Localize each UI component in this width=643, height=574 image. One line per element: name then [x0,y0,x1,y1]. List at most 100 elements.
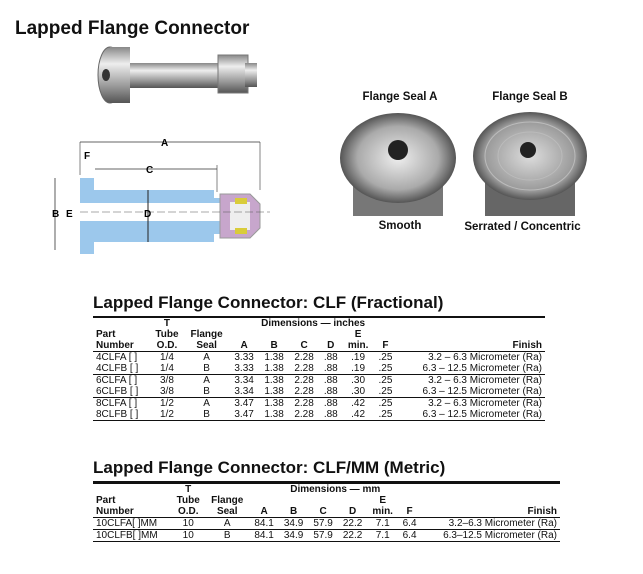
table-cell: .19 [351,352,366,363]
table-cell: 10CLFA[ ]MM [93,517,172,530]
header-cell [184,317,229,329]
table-cell: 1.38 [264,398,284,409]
header-cell [421,483,560,496]
table-cell: 7.1 [367,529,399,542]
table-cell: 1/2 [160,398,174,409]
table-cell: 22.2 [337,517,368,530]
table-cell: 10 [171,517,206,530]
header-cell: D [337,506,368,518]
header-cell [205,483,249,496]
table-cell: 8CLFA [ ] [96,398,138,409]
header-cell: A [229,340,260,352]
table-cell: 1.38 [264,352,284,363]
header-cell: F [373,340,398,352]
table-cell: .19 [342,363,374,375]
table-cell: A [205,517,250,530]
header-cell: Flange [211,495,244,506]
table-cell: .25 [378,375,393,386]
table-cell: 3.33 [229,363,260,375]
header-cell: F [398,506,422,518]
table-cell: 6.3–12.5 Micrometer (Ra) [421,529,560,542]
header-cell: Seal [205,506,250,518]
header-cell [374,329,397,340]
table-cell: .42 [351,398,366,409]
header-cell [397,329,545,340]
header-cell [279,495,308,506]
header-cell: O.D. [171,506,206,518]
table-cell: 2.28 [294,398,314,409]
header-cell: B [259,340,290,352]
table-cell: 3/8 [149,386,185,398]
table-cell: 2.28 [294,375,314,386]
seal-b-caption: Serrated / Concentric [464,221,581,233]
header-cell: Flange [190,329,223,340]
table-cell: .42 [342,409,374,421]
header-cell: B [278,506,309,518]
table-cell: 3.2 – 6.3 Micrometer (Ra) [428,352,542,363]
header-cell: T [185,484,192,495]
table-cell: .88 [319,363,343,375]
header-row: T Dimensions — inches [93,317,545,329]
header-cell: Seal [184,340,230,352]
table-cell: 2.28 [294,352,314,363]
table-cell: 6CLFA [ ] [96,375,138,386]
table-cell: 2.28 [289,386,320,398]
table-cell: .88 [319,386,343,398]
table-cell: 1.38 [259,363,290,375]
table-cell: 34.9 [278,517,309,530]
dim-a-label: A [161,138,168,149]
header-cell: C [289,340,320,352]
header-cell: D [319,340,343,352]
header-cell: A [249,506,279,518]
table-cell: 6.4 [398,517,422,530]
table-cell: 3.2–6.3 Micrometer (Ra) [421,517,560,530]
header-cell [93,483,171,496]
header-cell: min. [367,506,399,518]
table-cell: .25 [378,398,393,409]
table-cell: 6.3 – 12.5 Micrometer (Ra) [397,409,545,421]
table-cell: 57.9 [308,517,338,530]
table-cell: 84.1 [249,529,279,542]
table-cell: 3.47 [229,409,260,421]
seal-a-photo [340,113,456,216]
table-cell: 10 [171,529,206,542]
header-cell: min. [342,340,374,352]
seal-b-title: Flange Seal B [492,91,568,103]
header-cell: Dimensions — inches [261,318,366,329]
header-cell [93,317,150,329]
table-cell: .25 [373,409,398,421]
table-cell: 6.4 [398,529,422,542]
header-cell [229,329,259,340]
header-cell [259,329,289,340]
header-cell [421,495,560,506]
table-cell: 4CLFB [ ] [93,363,150,375]
header-cell [249,495,278,506]
table-cell: A [203,352,210,363]
header-cell: O.D. [149,340,185,352]
product-photo [97,46,257,104]
table-cell: 22.2 [337,529,368,542]
header-cell [338,495,367,506]
table-cell: 57.9 [308,529,338,542]
table-cell: 1/4 [149,363,185,375]
header-cell: T [163,318,170,329]
table-cell: .25 [373,363,398,375]
table-cell: .25 [378,352,393,363]
header-cell [319,329,342,340]
table-cell: 1.38 [259,386,290,398]
header-cell: Tube [176,495,200,506]
svg-text:F: F [84,151,90,162]
